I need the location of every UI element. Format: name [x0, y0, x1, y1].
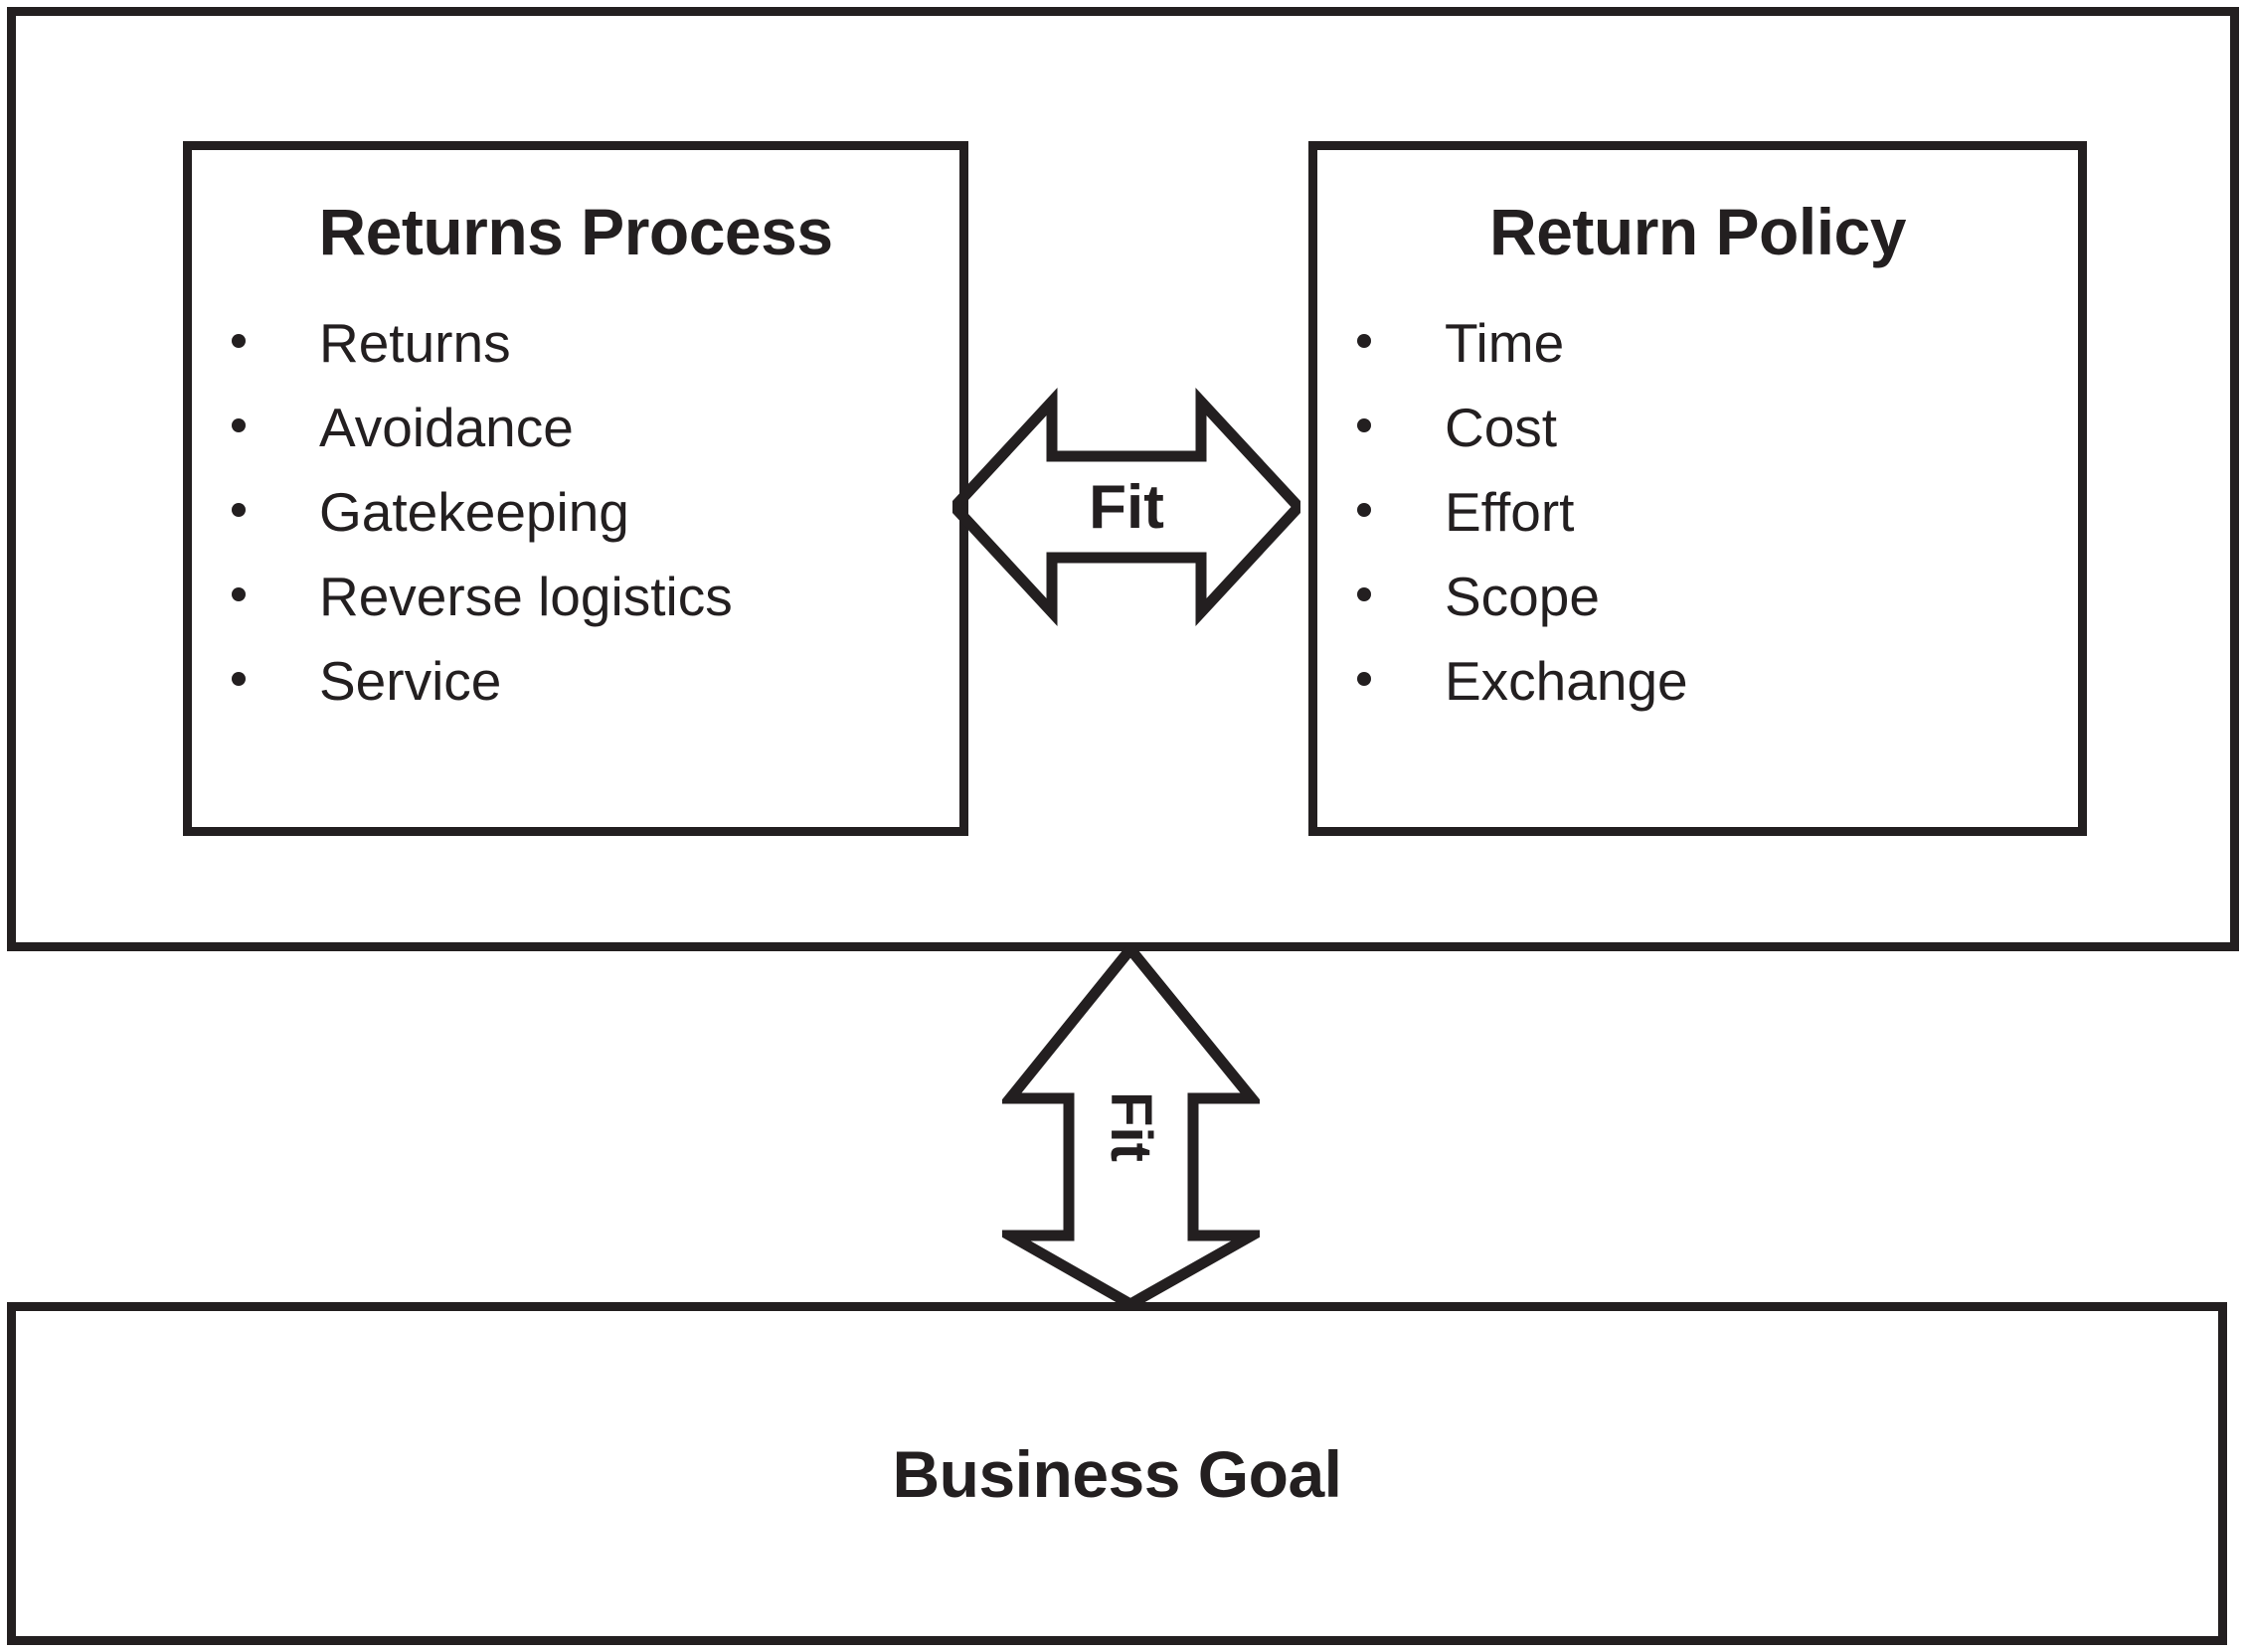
bullet-dot-icon [232, 503, 246, 518]
list-item-label: Cost [1445, 397, 1558, 459]
bullet-dot-icon [1357, 334, 1371, 349]
top-container-frame: Returns Process Returns Avoidance Gateke… [7, 7, 2239, 951]
list-item: Reverse logistics [192, 570, 959, 624]
list-item-label: Avoidance [319, 397, 574, 459]
list-item: Effort [1317, 485, 2078, 540]
list-item: Gatekeeping [192, 485, 959, 540]
list-item-label: Reverse logistics [319, 566, 733, 628]
bullet-dot-icon [232, 672, 246, 687]
list-item-label: Time [1445, 312, 1565, 375]
returns-process-box: Returns Process Returns Avoidance Gateke… [183, 141, 968, 836]
list-item: Scope [1317, 570, 2078, 624]
bullet-dot-icon [1357, 418, 1371, 433]
fit-horizontal-connector: Fit [952, 386, 1300, 628]
list-item-label: Scope [1445, 566, 1600, 628]
bullet-dot-icon [1357, 672, 1371, 687]
list-item: Cost [1317, 401, 2078, 455]
fit-vertical-connector: Fit [1002, 947, 1260, 1306]
return-policy-title: Return Policy [1489, 195, 1906, 268]
return-policy-box: Return Policy Time Cost Effort Scope [1308, 141, 2087, 836]
bullet-dot-icon [232, 587, 246, 602]
business-goal-box: Business Goal [7, 1302, 2227, 1645]
return-policy-list: Time Cost Effort Scope Exchange [1317, 316, 2078, 709]
double-headed-vertical-arrow-icon [1002, 947, 1260, 1306]
bullet-dot-icon [1357, 587, 1371, 602]
list-item: Avoidance [192, 401, 959, 455]
list-item: Service [192, 654, 959, 709]
list-item-label: Effort [1445, 481, 1575, 544]
bullet-dot-icon [232, 334, 246, 349]
returns-process-title: Returns Process [318, 195, 833, 268]
double-headed-horizontal-arrow-icon [952, 387, 1300, 627]
bullet-dot-icon [1357, 503, 1371, 518]
list-item-label: Returns [319, 312, 511, 375]
business-goal-title: Business Goal [892, 1436, 1343, 1511]
list-item: Returns [192, 316, 959, 371]
list-item-label: Service [319, 650, 502, 713]
list-item: Exchange [1317, 654, 2078, 709]
list-item-label: Exchange [1445, 650, 1688, 713]
list-item: Time [1317, 316, 2078, 371]
bullet-dot-icon [232, 418, 246, 433]
list-item-label: Gatekeeping [319, 481, 629, 544]
returns-process-list: Returns Avoidance Gatekeeping Reverse lo… [192, 316, 959, 709]
